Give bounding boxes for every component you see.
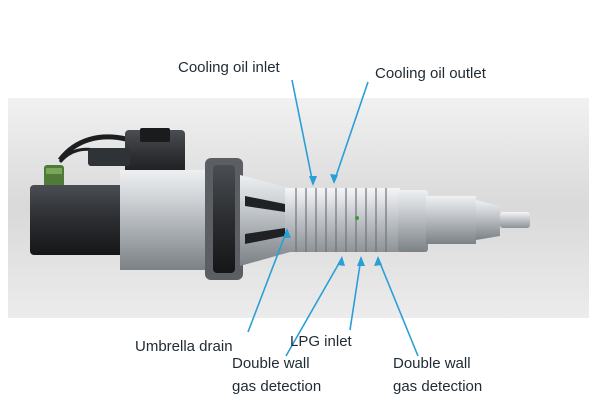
nozzle-taper	[476, 200, 500, 240]
hex-nut	[398, 190, 428, 252]
label-lpg-inlet: LPG inlet	[290, 333, 352, 350]
body-housing	[120, 170, 220, 270]
leader-lines	[247, 79, 419, 357]
leader-dw-right	[377, 257, 419, 357]
leader-dw-left	[285, 257, 343, 357]
nozzle-body	[426, 196, 476, 244]
solenoid-block	[30, 185, 125, 255]
label-cooling-oil-outlet: Cooling oil outlet	[375, 65, 486, 82]
connector-body	[88, 148, 130, 166]
label-double-wall-right: Double wall	[393, 355, 471, 372]
green-dot	[355, 216, 359, 220]
ring-section	[285, 188, 400, 252]
nozzle-tip	[500, 212, 530, 228]
cable	[58, 134, 131, 162]
leader-arrowheads	[283, 174, 382, 266]
flange-inner	[213, 165, 235, 273]
label-umbrella-drain: Umbrella drain	[135, 338, 233, 355]
label-cooling-oil-inlet: Cooling oil inlet	[178, 59, 280, 76]
ring-grooves	[295, 188, 387, 252]
cone	[240, 175, 290, 266]
solenoid-cap	[140, 128, 170, 142]
leader-cooling-inlet	[291, 79, 314, 185]
label-gas-detection-right: gas detection	[393, 378, 483, 395]
leader-umbrella	[247, 229, 288, 333]
label-gas-detection-left: gas detection	[232, 378, 322, 395]
leader-cooling-outlet	[333, 81, 369, 183]
connector-green-2	[46, 168, 62, 174]
cone-slot-2	[245, 228, 285, 244]
label-double-wall-left: Double wall	[232, 355, 310, 372]
cone-slot	[245, 196, 285, 212]
leader-lpg	[349, 257, 362, 331]
